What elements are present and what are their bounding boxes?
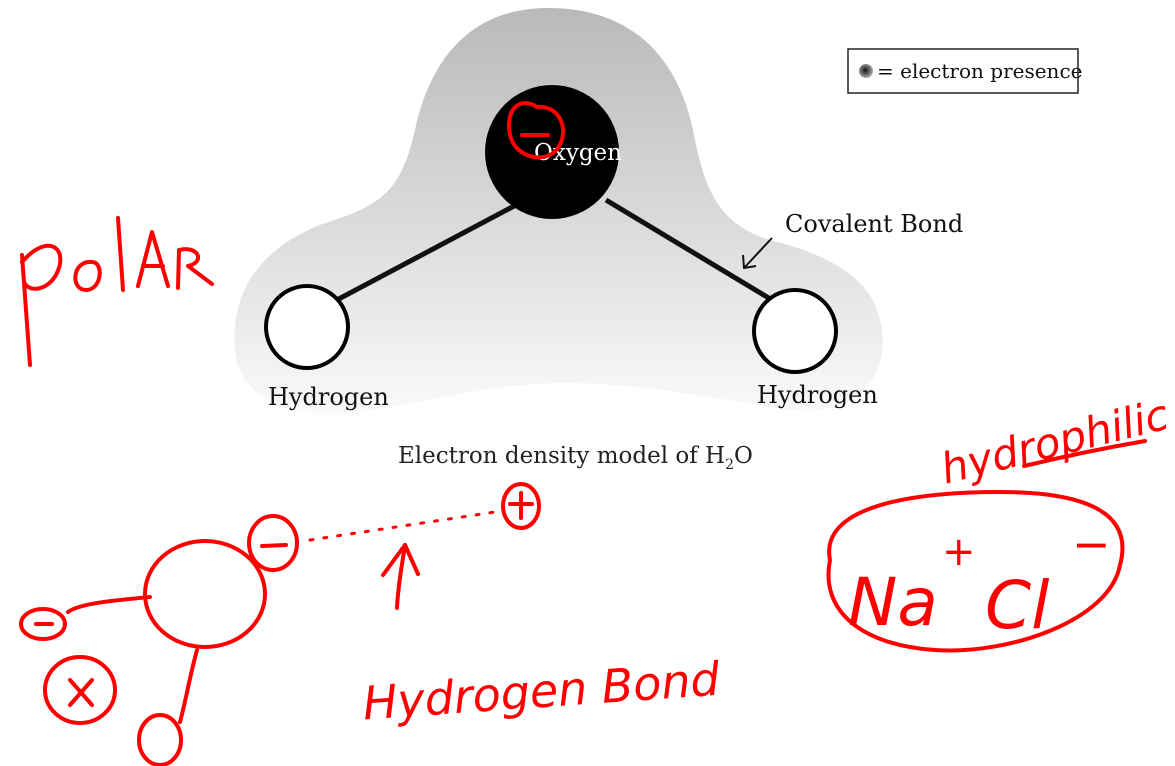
nacl-circle [826, 490, 1125, 653]
hydrophilic-handwriting: hydrophilic [936, 390, 1173, 494]
diagram-caption: Electron density model of H2O [398, 443, 753, 473]
covalent-bond-arrow [742, 237, 773, 270]
left-bond [331, 202, 518, 305]
hydrogen-label-left: Hydrogen [268, 383, 389, 411]
hydrophilic-underline [1022, 439, 1147, 468]
positive-charge-mark [501, 482, 541, 530]
legend-label: = electron presence [877, 59, 1082, 83]
caption-prefix: Electron density model of H [398, 443, 725, 469]
polar-handwriting [20, 216, 214, 367]
sodium-ion-label: Na [848, 564, 938, 641]
caption-suffix: O [734, 443, 753, 469]
covalent-bond-label: Covalent Bond [785, 210, 963, 238]
chloride-minus-sign: − [1072, 517, 1111, 571]
chloride-ion-label: Cl [985, 567, 1050, 644]
legend-box [847, 48, 1079, 94]
hydrogen-label-right: Hydrogen [757, 381, 878, 409]
hydrogen-atom-right [752, 288, 838, 374]
hydrogen-bond-arrow [381, 543, 420, 610]
hydrogen-bond-handwriting: Hydrogen Bond [361, 652, 722, 731]
right-bond [604, 197, 774, 303]
oxygen-label: Oxygen [534, 140, 622, 166]
sodium-plus-sign: + [942, 529, 976, 575]
hydrogen-bond-dotted-line [308, 510, 497, 542]
caption-subscript: 2 [725, 457, 734, 473]
water-molecule-sketch [19, 514, 299, 766]
electron-dot-icon [859, 64, 873, 78]
negative-charge-mark [506, 101, 565, 160]
hydrogen-atom-left [264, 284, 350, 370]
